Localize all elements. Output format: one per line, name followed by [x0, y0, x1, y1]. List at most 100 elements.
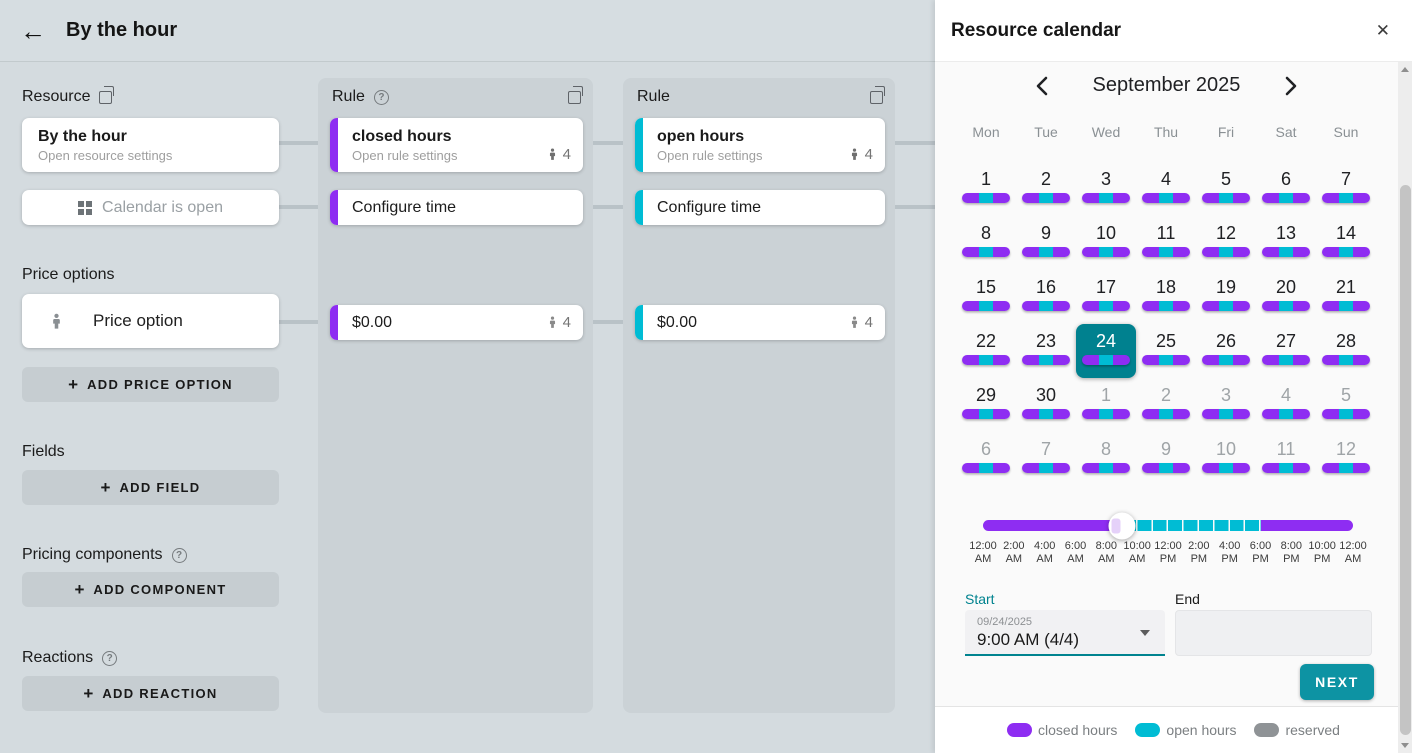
configure-time-card[interactable]: Configure time [330, 190, 583, 225]
calendar-day-11[interactable]: 11 [1256, 432, 1316, 486]
open-hours-segment [1279, 301, 1293, 311]
configure-time-card[interactable]: Configure time [635, 190, 885, 225]
calendar-day-2[interactable]: 2 [1136, 378, 1196, 432]
weekday-label: Thu [1136, 124, 1196, 140]
calendar-day-10[interactable]: 10 [1076, 216, 1136, 270]
slider-handle[interactable] [1108, 512, 1135, 539]
add-field-button[interactable]: ADD FIELD [22, 470, 279, 505]
calendar-day-25[interactable]: 25 [1136, 324, 1196, 378]
open-hours-segment [979, 193, 993, 203]
month-title: September 2025 [1093, 74, 1241, 97]
calendar-day-24[interactable]: 24 [1076, 324, 1136, 378]
rule-card-closed-hours[interactable]: closed hours Open rule settings 4 [330, 118, 583, 172]
add-price-option-button[interactable]: ADD PRICE OPTION [22, 367, 279, 402]
calendar-day-22[interactable]: 22 [956, 324, 1016, 378]
calendar-day-13[interactable]: 13 [1256, 216, 1316, 270]
calendar-day-5[interactable]: 5 [1316, 378, 1376, 432]
day-number: 10 [1096, 220, 1116, 246]
calendar-day-9[interactable]: 9 [1016, 216, 1076, 270]
day-number: 13 [1276, 220, 1296, 246]
open-hours-segment [1219, 247, 1233, 257]
end-time-field[interactable] [1175, 610, 1372, 656]
calendar-day-28[interactable]: 28 [1316, 324, 1376, 378]
open-hours-segment [1339, 193, 1353, 203]
copy-icon[interactable] [99, 91, 112, 104]
start-time-select[interactable]: 09/24/2025 9:00 AM (4/4) [965, 610, 1165, 656]
calendar-day-23[interactable]: 23 [1016, 324, 1076, 378]
calendar-day-12[interactable]: 12 [1196, 216, 1256, 270]
calendar-day-6[interactable]: 6 [1256, 162, 1316, 216]
day-number: 12 [1216, 220, 1236, 246]
calendar-day-21[interactable]: 21 [1316, 270, 1376, 324]
calendar-day-6[interactable]: 6 [956, 432, 1016, 486]
help-icon[interactable] [102, 651, 117, 666]
calendar-day-8[interactable]: 8 [956, 216, 1016, 270]
copy-icon[interactable] [568, 91, 581, 104]
calendar-day-12[interactable]: 12 [1316, 432, 1376, 486]
resource-card[interactable]: By the hour Open resource settings [22, 118, 279, 172]
capacity-badge: 4 [546, 146, 571, 163]
scroll-down-icon[interactable] [1401, 743, 1409, 748]
copy-icon[interactable] [870, 91, 883, 104]
resource-card-subtitle: Open resource settings [38, 148, 263, 164]
calendar-day-5[interactable]: 5 [1196, 162, 1256, 216]
open-hours-segment [1099, 463, 1113, 473]
open-hours-segment [979, 247, 993, 257]
calendar-day-7[interactable]: 7 [1016, 432, 1076, 486]
calendar-day-17[interactable]: 17 [1076, 270, 1136, 324]
open-hours-segment [1279, 355, 1293, 365]
closed-hours-segment [1202, 247, 1219, 257]
previous-month-icon[interactable] [1035, 76, 1049, 96]
scroll-up-icon[interactable] [1401, 67, 1409, 72]
calendar-day-4[interactable]: 4 [1136, 162, 1196, 216]
calendar-day-30[interactable]: 30 [1016, 378, 1076, 432]
rule-card-open-hours[interactable]: open hours Open rule settings 4 [635, 118, 885, 172]
availability-bar [1082, 247, 1130, 257]
calendar-day-20[interactable]: 20 [1256, 270, 1316, 324]
calendar-day-18[interactable]: 18 [1136, 270, 1196, 324]
calendar-is-open-button[interactable]: Calendar is open [22, 190, 279, 225]
calendar-week-row: 293012345 [956, 378, 1376, 432]
calendar-day-14[interactable]: 14 [1316, 216, 1376, 270]
price-card[interactable]: $0.00 4 [330, 305, 583, 340]
add-component-button[interactable]: ADD COMPONENT [22, 572, 279, 607]
calendar-day-1[interactable]: 1 [956, 162, 1016, 216]
calendar-day-16[interactable]: 16 [1016, 270, 1076, 324]
calendar-day-1[interactable]: 1 [1076, 378, 1136, 432]
price-option-card[interactable]: Price option [22, 294, 279, 348]
calendar-day-29[interactable]: 29 [956, 378, 1016, 432]
scrollbar-thumb[interactable] [1400, 185, 1411, 735]
rule-column-header: Rule [637, 88, 883, 106]
calendar-day-4[interactable]: 4 [1256, 378, 1316, 432]
closed-hours-segment [1022, 301, 1039, 311]
calendar-day-8[interactable]: 8 [1076, 432, 1136, 486]
help-icon[interactable] [374, 90, 389, 105]
calendar-day-9[interactable]: 9 [1136, 432, 1196, 486]
legend-item: reserved [1254, 722, 1339, 738]
calendar-day-11[interactable]: 11 [1136, 216, 1196, 270]
add-reaction-button[interactable]: ADD REACTION [22, 676, 279, 711]
day-number: 9 [1041, 220, 1051, 246]
calendar-day-19[interactable]: 19 [1196, 270, 1256, 324]
open-hours-segment [979, 301, 993, 311]
plus-icon [68, 375, 78, 395]
closed-hours-segment [1353, 247, 1370, 257]
closed-hours-segment [1022, 409, 1039, 419]
open-hours-segment [1159, 355, 1173, 365]
panel-scrollbar[interactable] [1398, 62, 1412, 753]
calendar-day-27[interactable]: 27 [1256, 324, 1316, 378]
calendar-day-26[interactable]: 26 [1196, 324, 1256, 378]
calendar-day-7[interactable]: 7 [1316, 162, 1376, 216]
close-icon[interactable] [1376, 21, 1390, 41]
calendar-day-3[interactable]: 3 [1196, 378, 1256, 432]
help-icon[interactable] [172, 548, 187, 563]
next-button[interactable]: NEXT [1300, 664, 1374, 700]
calendar-day-2[interactable]: 2 [1016, 162, 1076, 216]
time-range-slider[interactable] [983, 520, 1353, 531]
price-card[interactable]: $0.00 4 [635, 305, 885, 340]
next-month-icon[interactable] [1284, 76, 1298, 96]
calendar-day-3[interactable]: 3 [1076, 162, 1136, 216]
back-arrow-icon[interactable] [20, 18, 46, 44]
calendar-day-10[interactable]: 10 [1196, 432, 1256, 486]
calendar-day-15[interactable]: 15 [956, 270, 1016, 324]
